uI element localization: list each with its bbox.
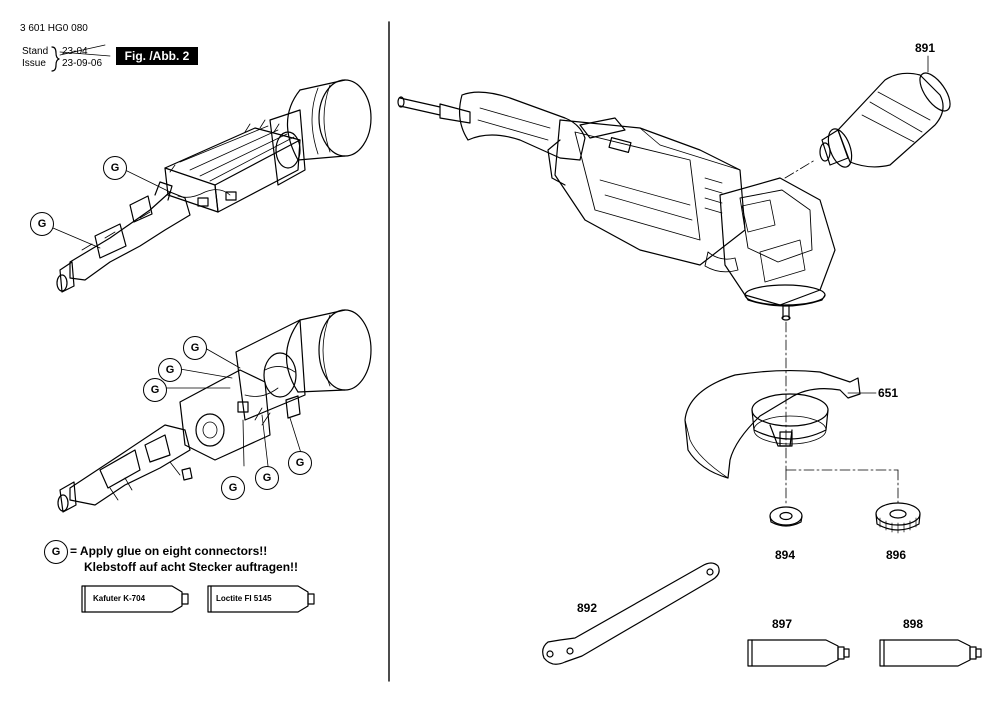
glue-marker: G	[255, 466, 279, 490]
glue-pointers-lower	[164, 347, 302, 467]
part-number-892: 892	[577, 601, 598, 615]
part-number-891: 891	[915, 41, 936, 55]
part-891-auxiliary-handle	[819, 72, 951, 168]
glue-pointer	[52, 227, 101, 249]
glue-marker: G	[288, 451, 312, 475]
glue-note-de: Klebstoff auf acht Stecker auftragen!!	[84, 560, 299, 574]
part-leader-lines	[847, 55, 929, 394]
part-number-897: 897	[772, 617, 793, 631]
adhesive-label: Loctite FI 5145	[216, 594, 272, 603]
glue-marker: G	[158, 358, 182, 382]
part-896-clamping-nut	[875, 502, 921, 534]
doc-number: 3 601 HG0 080	[20, 23, 88, 34]
part-number-898: 898	[903, 617, 924, 631]
glue-pointer	[124, 169, 171, 193]
assembly-axis-lines	[784, 159, 899, 506]
part-number-651: 651	[878, 386, 899, 400]
glue-marker: G	[221, 476, 245, 500]
adhesive-tube-loctite	[207, 585, 315, 613]
part-898-grease-tube	[879, 639, 982, 667]
motor-assembly-top	[56, 79, 372, 293]
part-892-spanner	[542, 562, 720, 665]
header-brace	[51, 44, 111, 72]
part-897-grease-tube	[747, 639, 850, 667]
glue-marker: G	[30, 212, 54, 236]
glue-note-en: = Apply glue on eight connectors!!	[70, 544, 268, 558]
glue-marker: G	[183, 336, 207, 360]
glue-marker: G	[103, 156, 127, 180]
issue-date: 23-09-06	[62, 58, 103, 69]
adhesive-label: Kafuter K-704	[93, 594, 146, 603]
issue-label: Issue	[22, 58, 46, 69]
glue-note-marker: G	[44, 540, 68, 564]
angle-grinder	[397, 91, 836, 321]
part-894-flange	[769, 506, 803, 527]
adhesive-tube-kafuter	[81, 585, 189, 613]
part-number-896: 896	[886, 548, 907, 562]
figure-label: Fig. /Abb. 2	[116, 47, 198, 65]
part-number-894: 894	[775, 548, 796, 562]
motor-assembly-bottom	[57, 309, 372, 513]
stand-label: Stand	[22, 46, 49, 57]
glue-marker: G	[143, 378, 167, 402]
part-651-guard	[684, 369, 861, 479]
